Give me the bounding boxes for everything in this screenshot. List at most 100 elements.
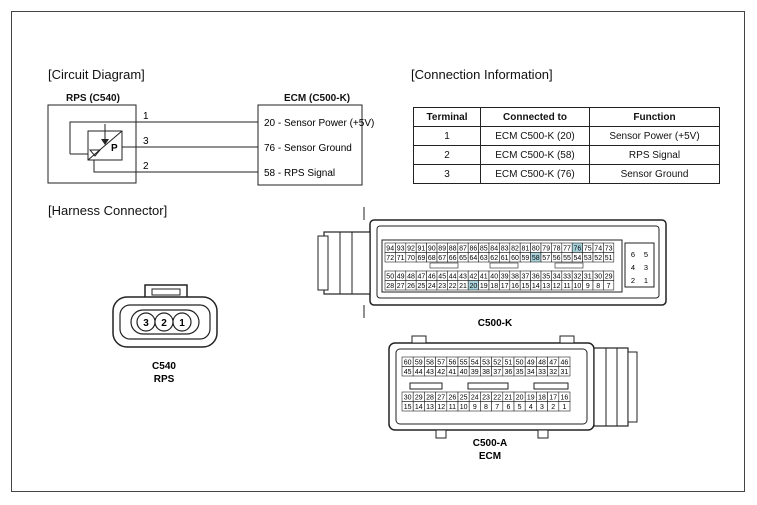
pin-number: 58 — [532, 255, 540, 262]
pin-number: 25 — [460, 394, 468, 401]
pin-number: 27 — [397, 283, 405, 290]
pin-number: 14 — [415, 404, 423, 411]
pin-number: 59 — [415, 359, 423, 366]
pin-number: 22 — [493, 394, 501, 401]
pin-number: 15 — [522, 283, 530, 290]
pin-number: 50 — [386, 273, 394, 280]
pin-number: 56 — [449, 359, 457, 366]
pin-number: 40 — [460, 369, 468, 376]
pin-number: 7 — [607, 283, 611, 290]
c500a-sub: ECM — [479, 451, 501, 462]
pin-number: 50 — [516, 359, 524, 366]
pin-number: 57 — [437, 359, 445, 366]
pin-number: 72 — [386, 255, 394, 262]
rps-pin-3: 3 — [143, 136, 149, 147]
pin-number: 24 — [428, 283, 436, 290]
pin-number: 87 — [459, 245, 467, 252]
pin-number: 84 — [490, 245, 498, 252]
wire-pin2 — [93, 160, 258, 173]
pin-number: 73 — [605, 245, 613, 252]
pin-number: 28 — [386, 283, 394, 290]
slot — [429, 262, 459, 269]
pin-number: 49 — [527, 359, 535, 366]
pin-number: 17 — [549, 394, 557, 401]
pin-number: 6 — [506, 404, 510, 411]
pin-number: 32 — [574, 273, 582, 280]
pin-number: 21 — [459, 283, 467, 290]
pin-number: 23 — [438, 283, 446, 290]
pin-number: 67 — [438, 255, 446, 262]
pin-number: 11 — [449, 404, 456, 411]
rps-pin-1: 1 — [143, 111, 149, 122]
pin-number: 39 — [471, 369, 479, 376]
pin-number: 75 — [584, 245, 592, 252]
pin-number: 70 — [407, 255, 415, 262]
pin-number: 51 — [605, 255, 613, 262]
pin-number: 76 — [574, 245, 582, 252]
pin-number: 77 — [563, 245, 571, 252]
pin-number: 1 — [562, 404, 566, 411]
pin-number: 33 — [538, 369, 546, 376]
pin-number: 4 — [631, 263, 635, 272]
rps-pin-2: 2 — [143, 161, 149, 172]
pin-number: 71 — [397, 255, 405, 262]
pin-number: 3 — [644, 263, 648, 272]
connection-table: Terminal Connected to Function 1 ECM C50… — [413, 107, 720, 184]
ecm-pin-58: 58 - RPS Signal — [264, 168, 335, 179]
pin-number: 51 — [505, 359, 513, 366]
pin-number: 69 — [418, 255, 426, 262]
pin-number: 1 — [644, 276, 648, 285]
c540-sub: RPS — [154, 374, 175, 385]
pin-number: 52 — [493, 359, 501, 366]
pin-number: 49 — [397, 273, 405, 280]
ecm-box — [257, 104, 363, 186]
harness-connector-title: [Harness Connector] — [48, 203, 168, 218]
pin-number: 82 — [511, 245, 519, 252]
pin-number: 55 — [460, 359, 468, 366]
pin-number: 18 — [538, 394, 546, 401]
pin-number: 41 — [480, 273, 488, 280]
pin-number: 9 — [586, 283, 590, 290]
pin-number: 37 — [493, 369, 501, 376]
pin-number: 31 — [561, 369, 569, 376]
pin-number: 16 — [561, 394, 569, 401]
pin-number: 79 — [542, 245, 550, 252]
pin-number: 43 — [459, 273, 467, 280]
pin-number: 85 — [480, 245, 488, 252]
pin-number: 52 — [594, 255, 602, 262]
circuit-diagram-title: [Circuit Diagram] — [48, 67, 145, 82]
connection-info-title: [Connection Information] — [411, 67, 553, 82]
pin-number: 5 — [644, 250, 648, 259]
pin-number: 59 — [522, 255, 530, 262]
pin-number: 64 — [470, 255, 478, 262]
pin-number: 74 — [594, 245, 602, 252]
pin-number: 39 — [501, 273, 509, 280]
pin-number: 46 — [428, 273, 436, 280]
slot — [554, 262, 584, 269]
pin-number: 80 — [532, 245, 540, 252]
pin-number: 36 — [505, 369, 513, 376]
pin-number: 46 — [561, 359, 569, 366]
pin-number: 65 — [459, 255, 467, 262]
pin-number: 27 — [437, 394, 445, 401]
pin-number: 26 — [407, 283, 415, 290]
pin-number: 91 — [418, 245, 426, 252]
pin-number: 21 — [505, 394, 513, 401]
pin-number: 35 — [516, 369, 524, 376]
c540-pin-label: 2 — [161, 318, 167, 329]
pin-number: 60 — [404, 359, 412, 366]
pin-number: 81 — [522, 245, 530, 252]
pressure-sensor-icon — [87, 124, 123, 161]
pin-number: 10 — [460, 404, 468, 411]
pin-number: 17 — [501, 283, 509, 290]
pin-number: 3 — [540, 404, 544, 411]
c540-pin-label: 1 — [179, 318, 185, 329]
pin-number: 2 — [551, 404, 555, 411]
pin-number: 55 — [563, 255, 571, 262]
pin-number: 18 — [490, 283, 498, 290]
table-row: 3 ECM C500-K (76) Sensor Ground — [413, 164, 720, 184]
pin-number: 57 — [542, 255, 550, 262]
pin-number: 19 — [527, 394, 535, 401]
